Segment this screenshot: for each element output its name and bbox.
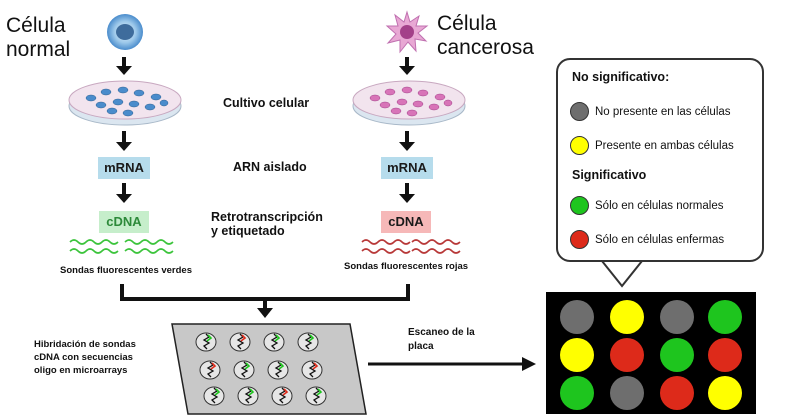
bound-probe-icon xyxy=(274,334,281,342)
bound-probe-icon xyxy=(282,388,289,396)
legend-not-present-text: No presente en las células xyxy=(595,105,731,118)
legend-bubble-tail xyxy=(597,255,647,288)
cancer-petri-dish-icon xyxy=(352,80,466,126)
bound-probe-icon xyxy=(278,362,285,370)
legend-not-significant-heading: No significativo: xyxy=(572,70,670,84)
legend-item-not-present: No presente en las células xyxy=(570,102,731,121)
cancer-cell-title-line1: Célula xyxy=(437,12,497,35)
yellow-dot-icon xyxy=(570,136,589,155)
red-probe-waves xyxy=(361,239,461,254)
bound-probe-icon xyxy=(308,334,315,342)
cancer-cell-icon xyxy=(385,10,429,54)
hybridization-line1: Hibridación de sondas xyxy=(34,339,136,350)
normal-cell-title: Célula normal xyxy=(6,14,70,62)
left-arrow-1 xyxy=(116,57,132,75)
legend-item-diseased-only: Sólo en células enfermas xyxy=(570,230,724,249)
normal-cell-icon xyxy=(107,14,143,50)
scan-label: Escaneo de la placa xyxy=(408,326,475,354)
plate-wells xyxy=(195,332,327,406)
normal-petri-dish-icon xyxy=(68,80,182,126)
microarray-spot-green xyxy=(560,376,594,410)
cancer-mrna-box: mRNA xyxy=(381,157,433,179)
microarray-spot-green xyxy=(660,338,694,372)
left-arrow-3 xyxy=(116,183,132,203)
merge-connector xyxy=(120,284,410,318)
step-culture-label: Cultivo celular xyxy=(223,96,310,110)
step-rt-label: Retrotranscripción y etiquetado xyxy=(211,210,323,238)
red-probes-label: Sondas fluorescentes rojas xyxy=(344,261,469,272)
legend-present-both-text: Presente en ambas células xyxy=(595,139,734,152)
legend-diseased-only-text: Sólo en células enfermas xyxy=(595,233,725,246)
right-arrow-3 xyxy=(399,183,415,203)
step-rt-line2: y etiquetado xyxy=(211,224,285,238)
bound-probe-icon xyxy=(240,334,247,342)
left-arrow-2 xyxy=(116,131,132,151)
red-dot-icon xyxy=(570,230,589,249)
legend-bubble: No significativo: No presente en las cél… xyxy=(556,58,764,262)
hybridization-line2: cDNA con secuencias xyxy=(34,352,133,363)
scan-arrow xyxy=(368,357,536,371)
microarray-spot-yellow xyxy=(708,376,742,410)
bound-probe-icon xyxy=(210,362,217,370)
scan-line2: placa xyxy=(408,341,434,352)
bound-probe-icon xyxy=(206,334,213,342)
microarray-spot-grey xyxy=(660,300,694,334)
microarray-result-grid xyxy=(546,292,756,414)
microarray-spot-red xyxy=(610,338,644,372)
normal-cell-title-line1: Célula xyxy=(6,14,66,37)
hybridization-label: Hibridación de sondas cDNA con secuencia… xyxy=(34,338,136,377)
bound-probe-icon xyxy=(214,388,221,396)
cancer-cell-title-line2: cancerosa xyxy=(437,36,534,59)
microarray-spot-grey xyxy=(560,300,594,334)
normal-cdna-box: cDNA xyxy=(99,211,149,233)
bound-probe-icon xyxy=(244,362,251,370)
bound-probe-icon xyxy=(316,388,323,396)
step-rna-label: ARN aislado xyxy=(233,160,307,174)
microarray-spot-red xyxy=(660,376,694,410)
legend-normal-only-text: Sólo en células normales xyxy=(595,199,724,212)
normal-cell-title-line2: normal xyxy=(6,38,71,61)
microarray-spot-yellow xyxy=(560,338,594,372)
grey-dot-icon xyxy=(570,102,589,121)
microarray-spot-green xyxy=(708,300,742,334)
bound-probe-icon xyxy=(248,388,255,396)
normal-mrna-box: mRNA xyxy=(98,157,150,179)
green-probes-label: Sondas fluorescentes verdes xyxy=(60,265,192,276)
microarray-spot-yellow xyxy=(610,300,644,334)
step-rt-line1: Retrotranscripción xyxy=(211,210,323,224)
microarray-spot-red xyxy=(708,338,742,372)
bound-probe-icon xyxy=(312,362,319,370)
hybridization-plate xyxy=(171,323,367,415)
green-probe-waves xyxy=(69,239,174,254)
cancer-cell-title: Célula cancerosa xyxy=(437,12,534,60)
green-dot-icon xyxy=(570,196,589,215)
legend-significant-heading: Significativo xyxy=(572,168,647,182)
microarray-spot-grey xyxy=(610,376,644,410)
cancer-cdna-box: cDNA xyxy=(381,211,431,233)
right-arrow-2 xyxy=(399,131,415,151)
hybridization-line3: oligo en microarrays xyxy=(34,365,128,376)
right-arrow-1 xyxy=(399,57,415,75)
legend-item-present-both: Presente en ambas células xyxy=(570,136,734,155)
scan-line1: Escaneo de la xyxy=(408,327,475,338)
legend-item-normal-only: Sólo en células normales xyxy=(570,196,724,215)
